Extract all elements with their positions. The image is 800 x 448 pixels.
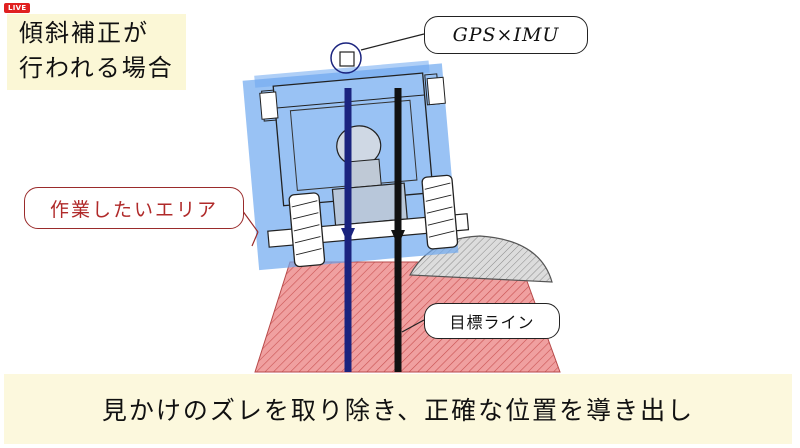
tractor-illustration (242, 60, 470, 271)
work-area-callout: 作業したいエリア (24, 187, 244, 229)
arrow-down-icon (391, 230, 405, 246)
target-line-callout: 目標ライン (424, 303, 560, 339)
arrow-down-icon (341, 228, 355, 244)
live-badge: LIVE (4, 3, 31, 13)
title-line-2: 行われる場合 (19, 54, 174, 82)
gps-imu-callout: GPS×IMU (424, 16, 588, 54)
caption-banner: 見かけのズレを取り除き、正確な位置を導き出し (4, 374, 792, 444)
title-line-1: 傾斜補正が (19, 19, 149, 47)
slide-title: 傾斜補正が 行われる場合 (7, 14, 186, 90)
gps-antenna-icon (330, 33, 425, 74)
caption-text: 見かけのズレを取り除き、正確な位置を導き出し (101, 396, 695, 425)
